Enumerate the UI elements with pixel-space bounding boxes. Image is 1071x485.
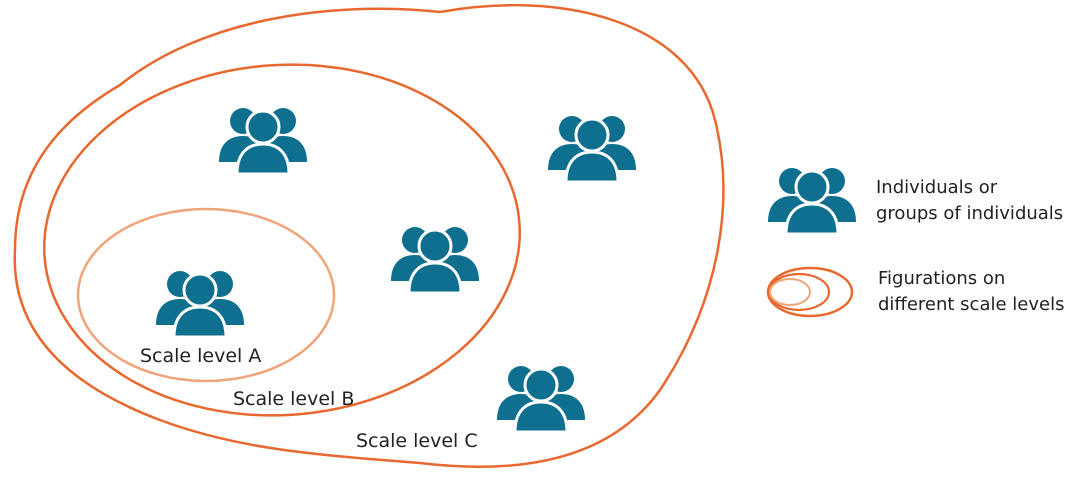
scale-level-a-label: Scale level A <box>140 345 261 367</box>
scale-level-c-boundary <box>13 3 725 468</box>
legend-individuals-line1: Individuals or <box>876 177 998 198</box>
people-group-icon <box>496 364 586 433</box>
nested-rings-icon <box>766 266 854 318</box>
scale-level-b-label: Scale level B <box>233 388 354 410</box>
scale-level-a-boundary <box>76 207 336 383</box>
people-group-icon <box>547 114 637 183</box>
legend-individuals-line2: groups of individuals <box>876 203 1063 224</box>
scale-level-c-label: Scale level C <box>356 430 478 452</box>
people-group-icon <box>155 269 245 338</box>
legend-figurations-line1: Figurations on <box>878 268 1005 289</box>
scale-level-b-boundary <box>43 63 521 417</box>
people-group-icon <box>218 106 308 175</box>
legend-figurations-line2: different scale levels <box>878 294 1064 315</box>
people-group-icon <box>390 225 480 294</box>
legend-people-icon <box>767 166 857 235</box>
